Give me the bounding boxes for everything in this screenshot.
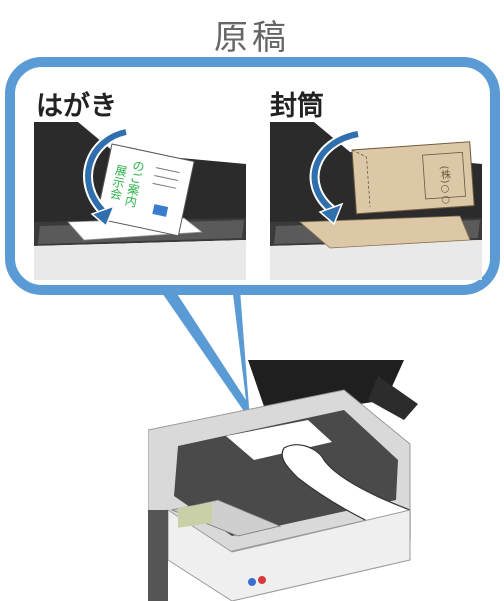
envelope-address-box [422,151,466,200]
envelope-scene: (株)○○ [270,122,482,280]
panel-label-envelope: 封筒 [270,91,324,122]
keypad-key-red [258,576,266,584]
touch-screen [178,503,212,528]
envelope-card: (株)○○ [351,141,475,215]
printer-scene [148,360,418,601]
page-title: 原稿 [214,18,290,58]
envelope-stamp-text: (株)○○ [438,165,453,206]
document-on-glass [226,420,332,460]
postcard-card: 展示会 のご案内 [95,143,195,237]
panel-label-postcard: はがき [36,91,117,122]
keypad-key [248,578,256,586]
postcard-photo [152,204,169,217]
postcard-scene: 展示会 のご案内 [34,122,246,280]
envelope-on-glass [298,215,471,249]
